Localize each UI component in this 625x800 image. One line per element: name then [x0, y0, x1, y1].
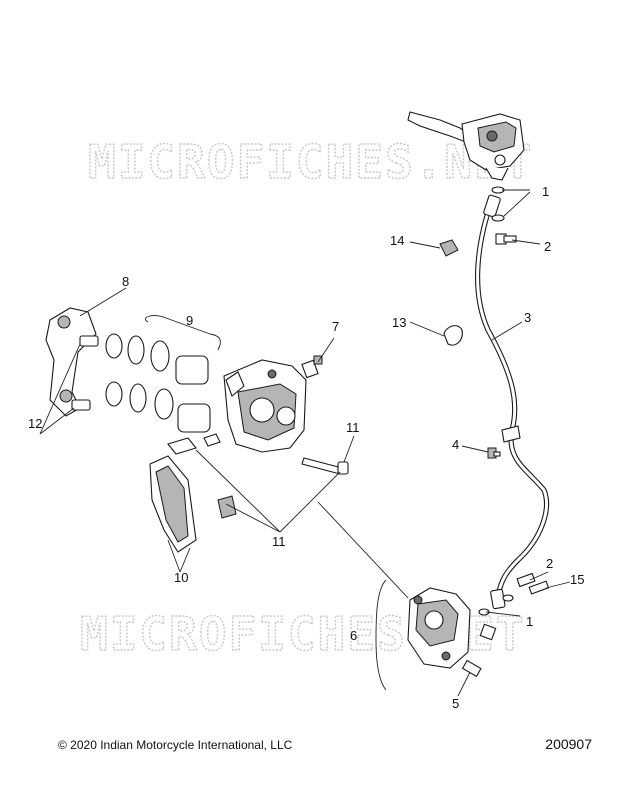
callout-8: 8	[122, 274, 129, 289]
callout-11-lower: 11	[272, 534, 286, 549]
callout-5: 5	[452, 696, 459, 711]
caliper-mount-bolt[interactable]	[461, 623, 497, 678]
clamp-screw[interactable]	[487, 447, 501, 459]
bleeder-valve[interactable]	[528, 580, 550, 595]
pad-clip-upper[interactable]	[167, 433, 221, 455]
banjo-bolt-top[interactable]	[495, 233, 517, 245]
callout-7: 7	[332, 319, 339, 334]
pad-pin[interactable]	[301, 457, 349, 475]
slide-pin-lower[interactable]	[71, 399, 91, 411]
cable-tie[interactable]	[443, 325, 463, 346]
copyright-notice: © 2020 Indian Motorcycle International, …	[58, 738, 293, 752]
caliper-assembly[interactable]	[407, 587, 471, 669]
callout-3: 3	[524, 310, 531, 325]
bleeder-screw[interactable]	[301, 355, 323, 379]
callout-9: 9	[186, 313, 193, 328]
callout-2-top: 2	[544, 239, 551, 254]
callout-6: 6	[350, 628, 357, 643]
callout-1-bottom: 1	[526, 614, 533, 629]
brake-hose[interactable]	[474, 194, 550, 610]
sealing-washer-bottom-2[interactable]	[502, 594, 514, 602]
watermark-top: MICROFICHES.NET	[88, 135, 533, 189]
callout-11-upper: 11	[346, 420, 360, 435]
callout-12: 12	[28, 416, 42, 431]
callout-14: 14	[390, 233, 404, 248]
banjo-bolt-bottom[interactable]	[516, 572, 536, 588]
sealing-washer-top-2[interactable]	[491, 214, 505, 222]
callout-4: 4	[452, 437, 459, 452]
brake-pads[interactable]	[149, 455, 197, 553]
piston-seal-kit[interactable]	[105, 333, 211, 433]
callout-1-top: 1	[542, 184, 549, 199]
pad-clip-lower[interactable]	[217, 495, 237, 519]
hose-clip[interactable]	[439, 239, 459, 257]
callout-13: 13	[392, 315, 406, 330]
leader-lines	[39, 189, 571, 697]
slide-pin-upper[interactable]	[79, 335, 99, 347]
master-cylinder[interactable]	[407, 111, 525, 181]
callout-10: 10	[174, 570, 188, 585]
diagram-number: 200907	[545, 736, 592, 752]
callout-2-bottom: 2	[546, 556, 553, 571]
callout-15: 15	[570, 572, 584, 587]
caliper-body[interactable]	[223, 359, 307, 453]
callout-labels: 1 2 3 14 13 4 2 15 1 5 6 7 8 9 10 11 11 …	[28, 184, 584, 711]
